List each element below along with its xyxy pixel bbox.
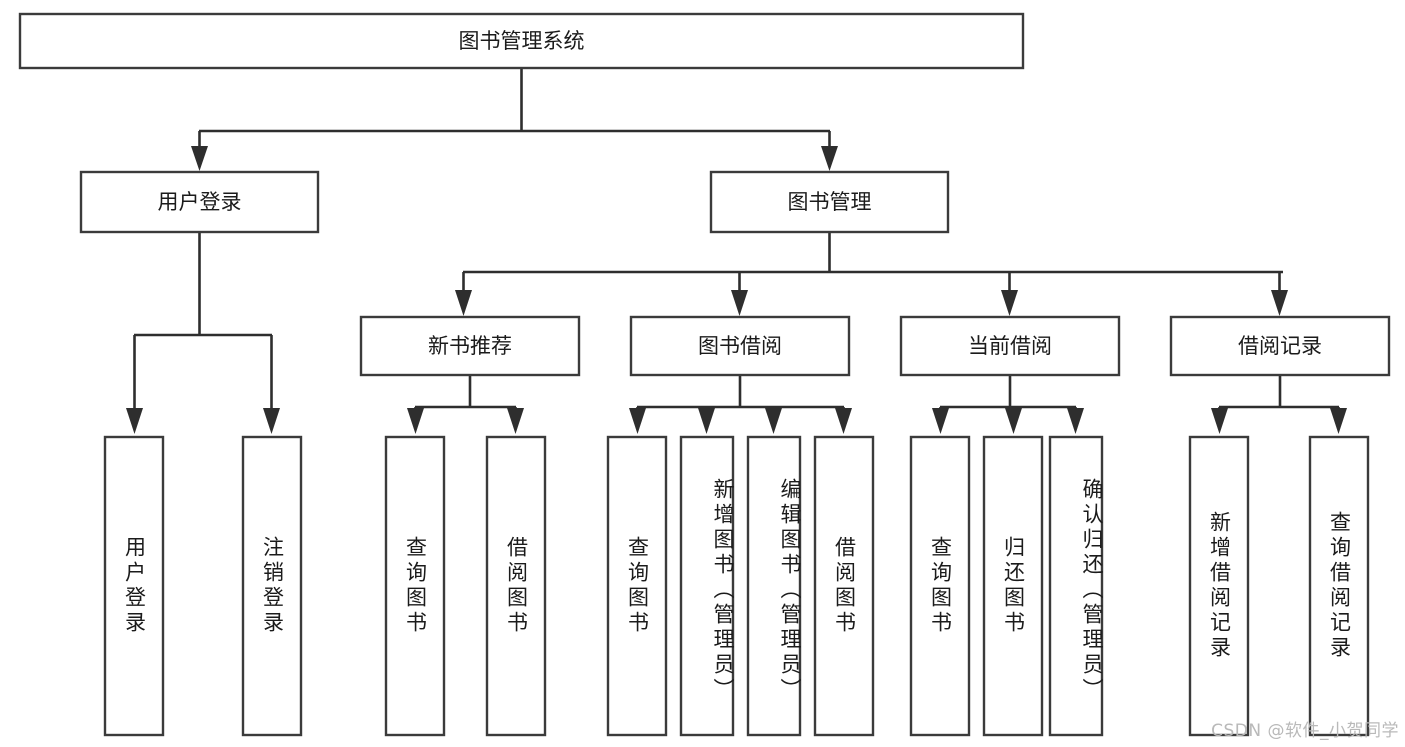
node-user-login-label: 用户登录	[158, 190, 242, 214]
node-leaf-add-book-box[interactable]	[679, 435, 735, 737]
node-book-borrow-label: 图书借阅	[698, 334, 782, 358]
connector-group-book-borrow	[629, 375, 852, 434]
arrow-head-leaf-borrow-book-rec	[507, 408, 524, 434]
connector-group-user-login	[126, 232, 280, 434]
node-leaf-logout-login-box[interactable]	[241, 435, 303, 737]
connector-group-borrow-record	[1211, 375, 1347, 434]
arrow-head-leaf-confirm-return	[1067, 408, 1084, 434]
node-book-borrow-box[interactable]	[629, 315, 851, 377]
node-root-label: 图书管理系统	[459, 29, 585, 53]
node-user-login-box[interactable]	[79, 170, 320, 234]
node-leaf-edit-book-box[interactable]	[746, 435, 802, 737]
arrow-head-leaf-query-book-rec	[407, 408, 424, 434]
node-book-manage-label: 图书管理	[788, 190, 872, 214]
arrow-head-leaf-edit-book	[765, 408, 782, 434]
node-leaf-borrow-book-box[interactable]	[813, 435, 875, 737]
arrow-head-leaf-add-record	[1211, 408, 1228, 434]
connector-group-new-book-rec	[407, 375, 524, 434]
arrow-head-current-borrow	[1001, 290, 1018, 316]
node-current-borrow-label: 当前借阅	[968, 334, 1052, 358]
node-leaf-add-record-box[interactable]	[1188, 435, 1250, 737]
connector-group-current-borrow	[932, 375, 1084, 434]
node-book-manage-box[interactable]	[709, 170, 950, 234]
arrow-head-leaf-query-record	[1330, 408, 1347, 434]
node-leaf-user-login-box[interactable]	[103, 435, 165, 737]
arrow-head-book-manage	[821, 146, 838, 171]
arrow-head-book-borrow	[731, 290, 748, 316]
arrow-head-leaf-return-book	[1005, 408, 1022, 434]
node-leaf-query-book-cur-box[interactable]	[909, 435, 971, 737]
node-leaf-borrow-book-rec-box[interactable]	[485, 435, 547, 737]
node-borrow-record-box[interactable]	[1169, 315, 1391, 377]
arrow-head-leaf-user-login	[126, 408, 143, 434]
node-new-book-rec-box[interactable]	[359, 315, 581, 377]
node-leaf-query-book-rec-box[interactable]	[384, 435, 446, 737]
arrow-head-user-login	[191, 146, 208, 171]
arrow-head-leaf-add-book	[698, 408, 715, 434]
arrow-head-leaf-borrow-book	[835, 408, 852, 434]
node-leaf-confirm-return-box[interactable]	[1048, 435, 1104, 737]
node-leaf-query-record-box[interactable]	[1308, 435, 1370, 737]
connector-group-book-manage	[455, 232, 1288, 316]
arrow-head-leaf-logout-login	[263, 408, 280, 434]
arrow-head-borrow-record	[1271, 290, 1288, 316]
connector-group-root	[191, 68, 838, 171]
arrow-head-leaf-query-book-cur	[932, 408, 949, 434]
arrow-head-leaf-query-book-borrow	[629, 408, 646, 434]
node-current-borrow-box[interactable]	[899, 315, 1121, 377]
node-leaf-query-book-borrow-box[interactable]	[606, 435, 668, 737]
node-root-box[interactable]	[18, 12, 1025, 70]
watermark-label: CSDN @软件_小贺同学	[1211, 721, 1399, 741]
node-new-book-rec-label: 新书推荐	[428, 334, 512, 358]
node-borrow-record-label: 借阅记录	[1238, 334, 1322, 358]
arrow-head-new-book-rec	[455, 290, 472, 316]
node-leaf-return-book-box[interactable]	[982, 435, 1044, 737]
